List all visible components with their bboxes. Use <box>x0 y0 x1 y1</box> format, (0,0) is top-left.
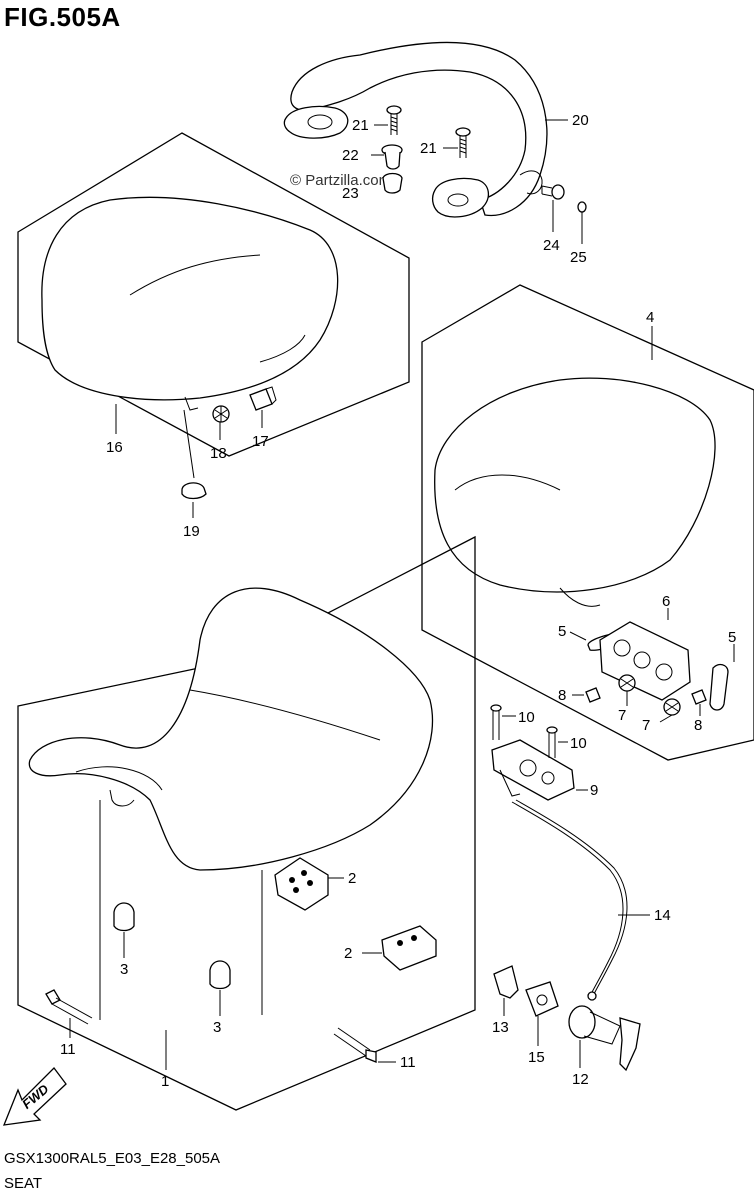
cushion-part-23[interactable] <box>382 172 403 194</box>
bolt-part-11b[interactable] <box>333 1027 377 1063</box>
label-7b: 7 <box>642 717 650 734</box>
label-10b: 10 <box>570 735 587 752</box>
label-7a: 7 <box>618 707 626 724</box>
label-6: 6 <box>662 593 670 610</box>
label-5a: 5 <box>558 623 566 640</box>
label-21a: 21 <box>352 117 369 134</box>
key-lock-part-12[interactable] <box>568 1005 641 1072</box>
label-3a: 3 <box>120 961 128 978</box>
rear-seat-cover-part-16[interactable] <box>17 132 410 457</box>
figure-title: FIG.505A <box>4 2 121 32</box>
label-18: 18 <box>210 445 227 462</box>
rear-seat-part-4[interactable] <box>421 284 754 761</box>
cable-part-14[interactable] <box>511 799 628 1001</box>
label-20: 20 <box>572 112 589 129</box>
grab-handle-part-20[interactable] <box>283 41 548 218</box>
label-2b: 2 <box>344 945 352 962</box>
label-16: 16 <box>106 439 123 456</box>
label-10a: 10 <box>518 709 535 726</box>
label-12: 12 <box>572 1071 589 1088</box>
nut-part-8a[interactable] <box>585 687 601 703</box>
label-8b: 8 <box>694 717 702 734</box>
label-1: 1 <box>161 1073 169 1090</box>
bolt-part-11a[interactable] <box>45 989 93 1025</box>
label-9: 9 <box>590 782 598 799</box>
seat-lock-part-9[interactable] <box>491 739 575 801</box>
bolt-part-21a[interactable] <box>386 105 402 135</box>
grommet-part-19[interactable] <box>181 482 207 500</box>
cushion-part-7a[interactable] <box>618 674 636 692</box>
label-2a: 2 <box>348 870 356 887</box>
bolt-part-10a[interactable] <box>490 704 502 740</box>
lock-arm-part-13[interactable] <box>493 965 519 999</box>
label-8a: 8 <box>558 687 566 704</box>
label-24: 24 <box>543 237 560 254</box>
bolt-part-24[interactable] <box>541 184 565 200</box>
cushion-part-7b[interactable] <box>663 698 681 716</box>
nut-part-8b[interactable] <box>691 689 707 705</box>
footer-name: SEAT <box>4 1175 43 1192</box>
nut-part-25[interactable] <box>577 201 587 213</box>
bolt-part-10b[interactable] <box>546 726 558 758</box>
label-14: 14 <box>654 907 671 924</box>
label-22: 22 <box>342 147 359 164</box>
label-4: 4 <box>646 309 654 326</box>
label-5b: 5 <box>728 629 736 646</box>
collar-part-22[interactable] <box>381 144 403 170</box>
cushion-part-2b[interactable] <box>381 925 437 971</box>
label-19: 19 <box>183 523 200 540</box>
bracket-part-6[interactable] <box>599 621 691 701</box>
cushion-part-2a[interactable] <box>274 857 329 911</box>
fwd-arrow-icon: FWD <box>2 1067 67 1126</box>
label-3b: 3 <box>213 1019 221 1036</box>
damper-part-3a[interactable] <box>113 902 135 932</box>
cushion-part-18[interactable] <box>212 405 230 423</box>
label-25: 25 <box>570 249 587 266</box>
clip-part-17[interactable] <box>249 386 277 411</box>
part-labels: 20 21 21 22 23 24 25 16 17 18 19 4 6 5 5… <box>60 112 736 1090</box>
label-13: 13 <box>492 1019 509 1036</box>
label-23: 23 <box>342 185 359 202</box>
label-15: 15 <box>528 1049 545 1066</box>
plate-part-15[interactable] <box>525 981 559 1017</box>
watermark: © Partzilla.com <box>290 172 392 189</box>
label-17: 17 <box>252 433 269 450</box>
label-11a: 11 <box>60 1041 76 1058</box>
leader-lines <box>69 119 735 1070</box>
front-seat-part-1[interactable] <box>17 535 476 1111</box>
cushion-part-5b[interactable] <box>709 663 729 711</box>
bolt-part-21b[interactable] <box>455 127 471 158</box>
label-21b: 21 <box>420 140 437 157</box>
damper-part-3b[interactable] <box>209 960 231 990</box>
footer-code: GSX1300RAL5_E03_E28_505A <box>4 1150 221 1167</box>
leader-19 <box>183 409 195 479</box>
label-11b: 11 <box>400 1054 416 1071</box>
